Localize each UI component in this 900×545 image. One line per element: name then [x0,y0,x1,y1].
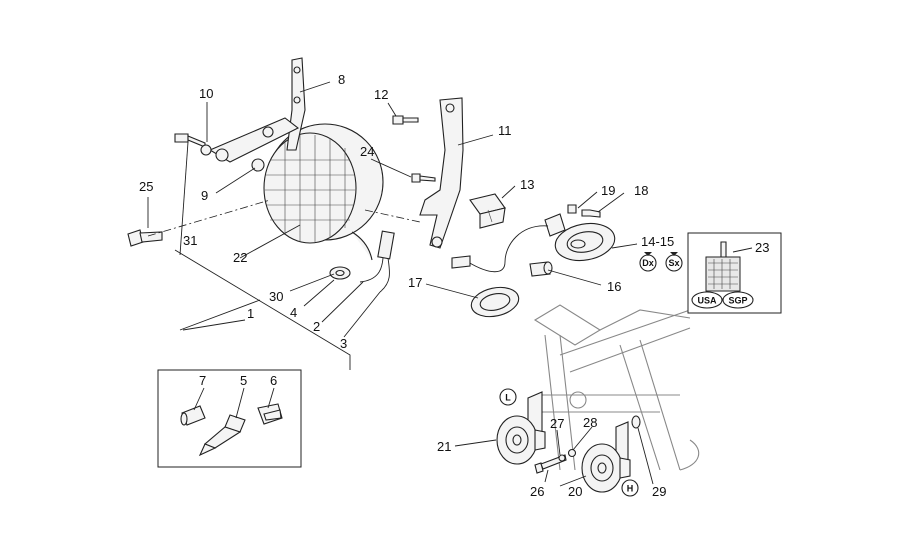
badge-sgp [722,291,754,309]
turn-signal [451,204,616,277]
callout-19: 19 [601,183,615,198]
bolt-24-head [411,173,421,183]
wire-loom [351,231,373,261]
washer-27 [558,454,566,462]
callout-10: 10 [199,86,213,101]
callout-14-15: 14-15 [641,234,674,249]
turn-signal-bracket [392,97,506,249]
callout-13: 13 [520,177,534,192]
callout-8: 8 [338,72,345,87]
badge-left-text: L [505,393,511,403]
bracket-11 [419,97,464,249]
spare-lens [470,286,520,318]
callout-1: 1 [247,306,254,321]
headlight-assembly [127,57,421,293]
badge-left [499,388,517,406]
callout-9: 9 [201,188,208,203]
horns: L H [496,388,641,497]
callout-25: 25 [139,179,153,194]
bulb-inset [157,369,302,468]
leader-lines [147,81,753,487]
perspective-guides [174,141,351,370]
callout-17: 17 [408,275,422,290]
callout-22: 22 [233,250,247,265]
badge-high-text: H [627,484,634,494]
badge-sgp-text: SGP [728,296,747,306]
callout-30: 30 [269,289,283,304]
callout-12: 12 [374,87,388,102]
reflector [705,256,741,292]
callout-29: 29 [652,484,666,499]
callout-5: 5 [240,373,247,388]
signal-plug [451,255,471,269]
callout-24: 24 [360,144,374,159]
callout-23: 23 [755,240,769,255]
nut-28 [567,448,577,458]
callout-21: 21 [437,439,451,454]
badge-dx-text: Dx [642,258,654,268]
badge-usa-text: USA [697,296,717,306]
washer-29 [631,415,641,429]
callout-2: 2 [313,319,320,334]
callout-6: 6 [270,373,277,388]
bolt-12-head [392,115,404,125]
callout-26: 26 [530,484,544,499]
badge-sx-text: Sx [668,258,679,268]
connector [377,230,395,260]
callout-18: 18 [634,183,648,198]
callout-11: 11 [498,123,512,138]
callout-labels: 8 10 9 25 31 22 1 30 4 2 3 12 11 24 13 1… [139,72,769,499]
badge-high [621,479,639,497]
signal-stem [544,213,566,237]
frame-section [533,304,700,471]
side-badges: Dx Sx [639,252,683,272]
callout-4: 4 [290,305,297,320]
callout-7: 7 [199,373,206,388]
screw-head [174,133,189,143]
headlight-lens-grid [265,135,355,242]
badge-usa [691,291,723,309]
callout-16: 16 [607,279,621,294]
callout-31: 31 [183,233,197,248]
callout-20-visible: 20 [568,484,582,499]
callout-27: 27 [550,416,564,431]
headlight-lens [263,132,357,244]
callout-28: 28 [583,415,597,430]
reflector-inset: USA SGP [687,232,782,314]
callout-3: 3 [340,336,347,351]
